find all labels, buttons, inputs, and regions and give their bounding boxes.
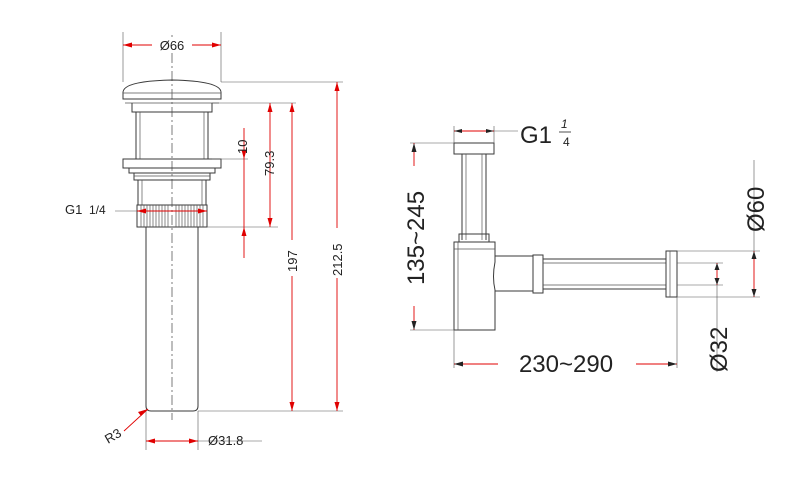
trap-wall-flange xyxy=(665,250,678,298)
dim-bottom-radius: R3 xyxy=(102,408,149,447)
dim-trap-pipe-diameter: Ø32 xyxy=(706,263,733,372)
dim-thread-height: 79.3 xyxy=(262,103,277,227)
waste-drain-drawing: Ø66 G1 1/4 10 79.3 xyxy=(65,32,345,450)
dim-bottom-radius-label: R3 xyxy=(102,425,124,446)
bottle-trap-drawing: G1 1 4 135~245 230~290 Ø60 xyxy=(398,117,770,378)
dim-trap-height-label: 135~245 xyxy=(403,191,430,285)
dim-thread-length-label: 10 xyxy=(235,140,250,154)
drain-cap xyxy=(122,79,222,100)
dim-trap-thread-num: 1 xyxy=(561,117,568,131)
dim-top-diameter-label: Ø66 xyxy=(160,38,185,53)
dim-thread: G1 1/4 xyxy=(65,202,207,217)
dim-trap-outlet-diameter-label: Ø60 xyxy=(743,187,770,232)
thread-hatching xyxy=(140,205,204,227)
dim-body-length: 197 xyxy=(285,103,300,411)
dim-body-length-label: 197 xyxy=(285,250,300,272)
trap-joint-nut xyxy=(532,254,544,294)
dim-top-diameter: Ø66 xyxy=(123,37,221,53)
dim-pipe-diameter: Ø31.8 xyxy=(146,433,262,448)
dim-trap-pipe-diameter-label: Ø32 xyxy=(706,327,733,372)
dim-trap-outlet-diameter: Ø60 xyxy=(743,160,770,297)
dim-thread-length: 10 xyxy=(235,128,250,258)
dim-thread-height-label: 79.3 xyxy=(262,151,277,176)
trap-bottle xyxy=(453,241,496,331)
dim-trap-length: 230~290 xyxy=(454,350,677,378)
dim-trap-thread-den: 4 xyxy=(563,135,570,149)
dim-thread-label: G1 xyxy=(65,202,82,217)
dim-total-height: 212.5 xyxy=(330,82,345,411)
drain-threaded-nut xyxy=(136,204,208,228)
dim-trap-length-label: 230~290 xyxy=(519,351,613,378)
dim-thread-fraction: 1/4 xyxy=(89,203,106,217)
dim-pipe-diameter-label: Ø31.8 xyxy=(208,433,243,448)
dim-trap-height: 135~245 xyxy=(398,143,432,330)
dim-total-height-label: 212.5 xyxy=(330,243,345,276)
drain-tail-pipe xyxy=(145,227,199,412)
dim-trap-thread: G1 1 4 xyxy=(454,117,571,149)
trap-top-nut xyxy=(453,142,495,155)
dim-trap-thread-label: G1 xyxy=(520,122,552,149)
